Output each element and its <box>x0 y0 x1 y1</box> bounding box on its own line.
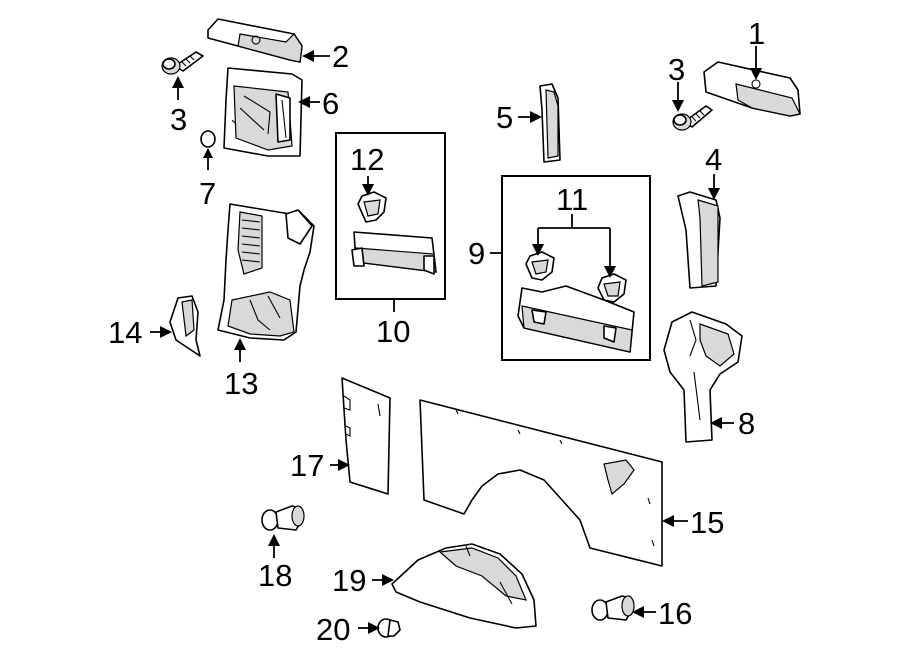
callout-7: 7 <box>199 176 216 211</box>
part-11-clip-left <box>525 251 555 281</box>
part-9-bracket <box>517 285 635 353</box>
callout-4: 4 <box>705 142 722 177</box>
callout-3-right: 3 <box>668 52 685 87</box>
callout-8: 8 <box>738 406 755 441</box>
part-17-trim-panel <box>341 377 391 495</box>
part-12-clip <box>357 191 387 223</box>
part-15-side-panel <box>419 399 663 567</box>
callout-5: 5 <box>496 100 513 135</box>
part-18-push-pin <box>261 505 305 531</box>
part-16-push-pin <box>591 595 635 621</box>
callout-15: 15 <box>690 505 724 540</box>
part-9-kit-box <box>501 175 651 361</box>
callout-11: 11 <box>556 182 588 217</box>
callout-1: 1 <box>748 16 765 51</box>
part-3-bolt-right <box>672 105 713 131</box>
callout-6: 6 <box>322 86 339 121</box>
part-20-clip <box>377 618 401 638</box>
part-13-quarter-trim-lower <box>217 203 315 341</box>
callout-18: 18 <box>258 558 292 593</box>
part-6-quarter-trim-upper <box>223 67 303 157</box>
part-4-pillar-trim <box>677 191 721 289</box>
callout-3-left: 3 <box>170 102 187 137</box>
part-8-lower-pillar-trim <box>663 311 743 443</box>
part-14-side-cover <box>169 295 201 357</box>
callout-17: 17 <box>290 448 324 483</box>
part-11-clip-right <box>597 273 627 303</box>
callout-16: 16 <box>658 596 692 631</box>
callout-13: 13 <box>224 366 258 401</box>
callout-19: 19 <box>332 563 366 598</box>
callout-2: 2 <box>332 39 349 74</box>
callout-labels: 1 2 3 3 4 5 6 7 8 9 10 11 12 13 14 15 16… <box>108 16 765 647</box>
callout-12: 12 <box>350 142 384 177</box>
callout-10: 10 <box>376 314 410 349</box>
part-19-wheelhouse-liner <box>391 543 537 629</box>
part-7-clip <box>200 130 216 148</box>
callout-9: 9 <box>468 236 485 271</box>
part-10-bracket <box>351 231 437 275</box>
callout-14: 14 <box>108 315 142 350</box>
part-5-pillar-trim <box>539 83 561 163</box>
callout-20: 20 <box>316 612 350 647</box>
part-1-trim-cap <box>703 61 801 117</box>
leader-lines <box>150 46 762 634</box>
part-2-trim-cap <box>207 18 303 63</box>
part-10-kit-box <box>335 132 446 300</box>
part-3-bolt-left <box>161 51 204 75</box>
